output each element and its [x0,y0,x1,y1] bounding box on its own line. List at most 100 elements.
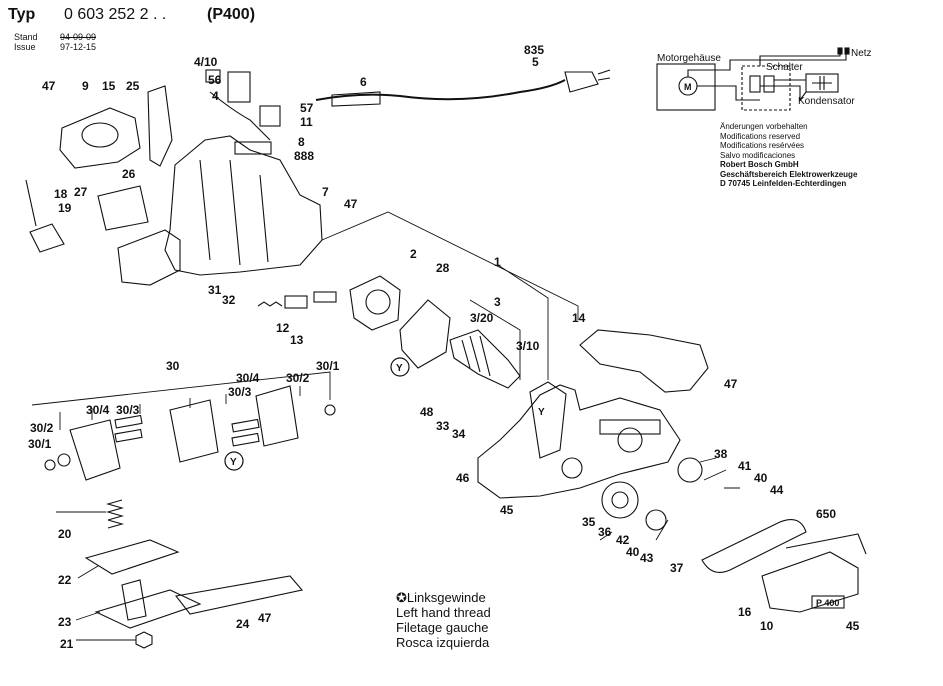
motor-housing-box [656,63,716,111]
depth-knob [25,179,65,253]
housing-rib [199,159,269,266]
part-number-label: 12 [276,321,290,335]
part-number-label: 14 [572,311,586,325]
part-number-label: 25 [126,79,140,93]
part-number-label: 16 [738,605,752,619]
shoe-column [121,579,147,621]
part-number-label: 27 [74,185,88,199]
callout-y-circle [390,357,410,377]
housing-bore [561,457,583,479]
part-number-label: 41 [738,459,752,473]
rear-handle [579,329,709,393]
part-number-label: 15 [102,79,116,93]
part-number-label: 46 [456,471,470,485]
stand-label: Stand [14,32,38,42]
leader [321,211,579,320]
wire [760,85,807,102]
legend-line: Rosca izquierda [396,635,490,650]
part-number-label: 4/10 [194,55,218,69]
part-number-label: 30/1 [316,359,340,373]
front-shoe-23 [94,589,202,629]
part-number-label: 9 [82,79,89,93]
switch-4 [227,71,251,103]
motor-symbol-label: M [684,82,692,92]
plate-25 [147,85,173,167]
blade-drum-plate [69,419,121,481]
callout-y-circle [224,451,244,471]
part-number-label: 20 [58,527,72,541]
leader [469,299,521,380]
model-label: (P400) [207,6,256,23]
legend-line: Left hand thread [396,605,491,620]
note-line: Salvo modificaciones [720,150,796,160]
note-line: Geschäftsbereich Elektrowerkzeuge [720,169,858,179]
part-number-label: 10 [760,619,774,633]
issue-label: Issue [14,42,36,52]
part-number-label: 21 [60,637,74,651]
part-number-label: 30/1 [28,437,52,451]
switch-contact [763,75,775,93]
leader [56,511,136,641]
planer-blade [114,414,143,429]
part-number-label: 8 [298,135,305,149]
note-line: D 70745 Leinfelden-Echterdingen [720,179,847,188]
left-hand-thread-legend: ✪Linksgewinde Left hand thread Filetage … [396,590,491,650]
part-number-label: 47 [42,79,56,93]
note-line: Modifications resérvées [720,141,805,150]
part-number-label: 36 [598,525,612,539]
notes-block: Änderungen vorbehalten Modifications res… [720,122,857,189]
housing-column [529,381,567,459]
armature-windings [461,335,491,377]
plate-22 [84,539,180,575]
callout-y-label: Y [396,363,403,374]
leader [497,264,549,380]
part-number-label: 5 [532,55,539,69]
part-number-label: 34 [452,427,466,441]
part-number-label: 3/20 [470,311,494,325]
gear-housing [477,384,681,499]
part-number-label: 30 [166,359,180,373]
planer-blade [114,428,143,443]
part-number-label: 22 [58,573,72,587]
leader [31,371,331,406]
screw [44,459,56,471]
leader [599,457,740,541]
power-cable [315,79,566,101]
issue-date: 97-12-15 [60,42,97,52]
part-number-label: 30/2 [286,371,310,385]
handle-side-plate [117,229,181,286]
nameplate-10 [811,595,845,609]
pulley-38 [677,457,703,483]
mains-terminal [844,47,850,55]
pulley-35 [601,481,639,519]
part-number-label: 47 [258,611,272,625]
carbon-brush [313,291,337,303]
mains-terminal [837,47,843,55]
legend-line: ✪Linksgewinde [396,590,491,605]
typ-number: 0 603 252 2 . . [64,6,167,23]
part-number-label: 23 [58,615,72,629]
part-number-label: 43 [640,551,654,565]
base-plate-24 [175,575,304,615]
part-number-label: 57 [300,101,314,115]
callout-y-label: Y [230,457,237,468]
legend-line: Filetage gauche [396,620,489,635]
part-number-label: 19 [58,201,72,215]
spring-20 [105,499,125,529]
wiring-diagram [656,47,850,111]
note-line: Robert Bosch GmbH [720,160,799,169]
part-number-label: 40 [626,545,640,559]
mains-label: Netz [851,48,872,59]
part-number-label: 3 [494,295,501,309]
part-number-label: 30/4 [86,403,110,417]
left-hand-thread-symbol: ✪ [396,590,407,605]
cover-boss [81,122,119,148]
legend-text: Linksgewinde [406,590,486,605]
belt-guard-16 [761,551,859,613]
stator-28 [399,299,451,369]
side-cover [59,107,141,169]
part-number-label: 44 [770,483,784,497]
part-number-label: 2 [410,247,417,261]
part-number-label: 26 [122,167,136,181]
